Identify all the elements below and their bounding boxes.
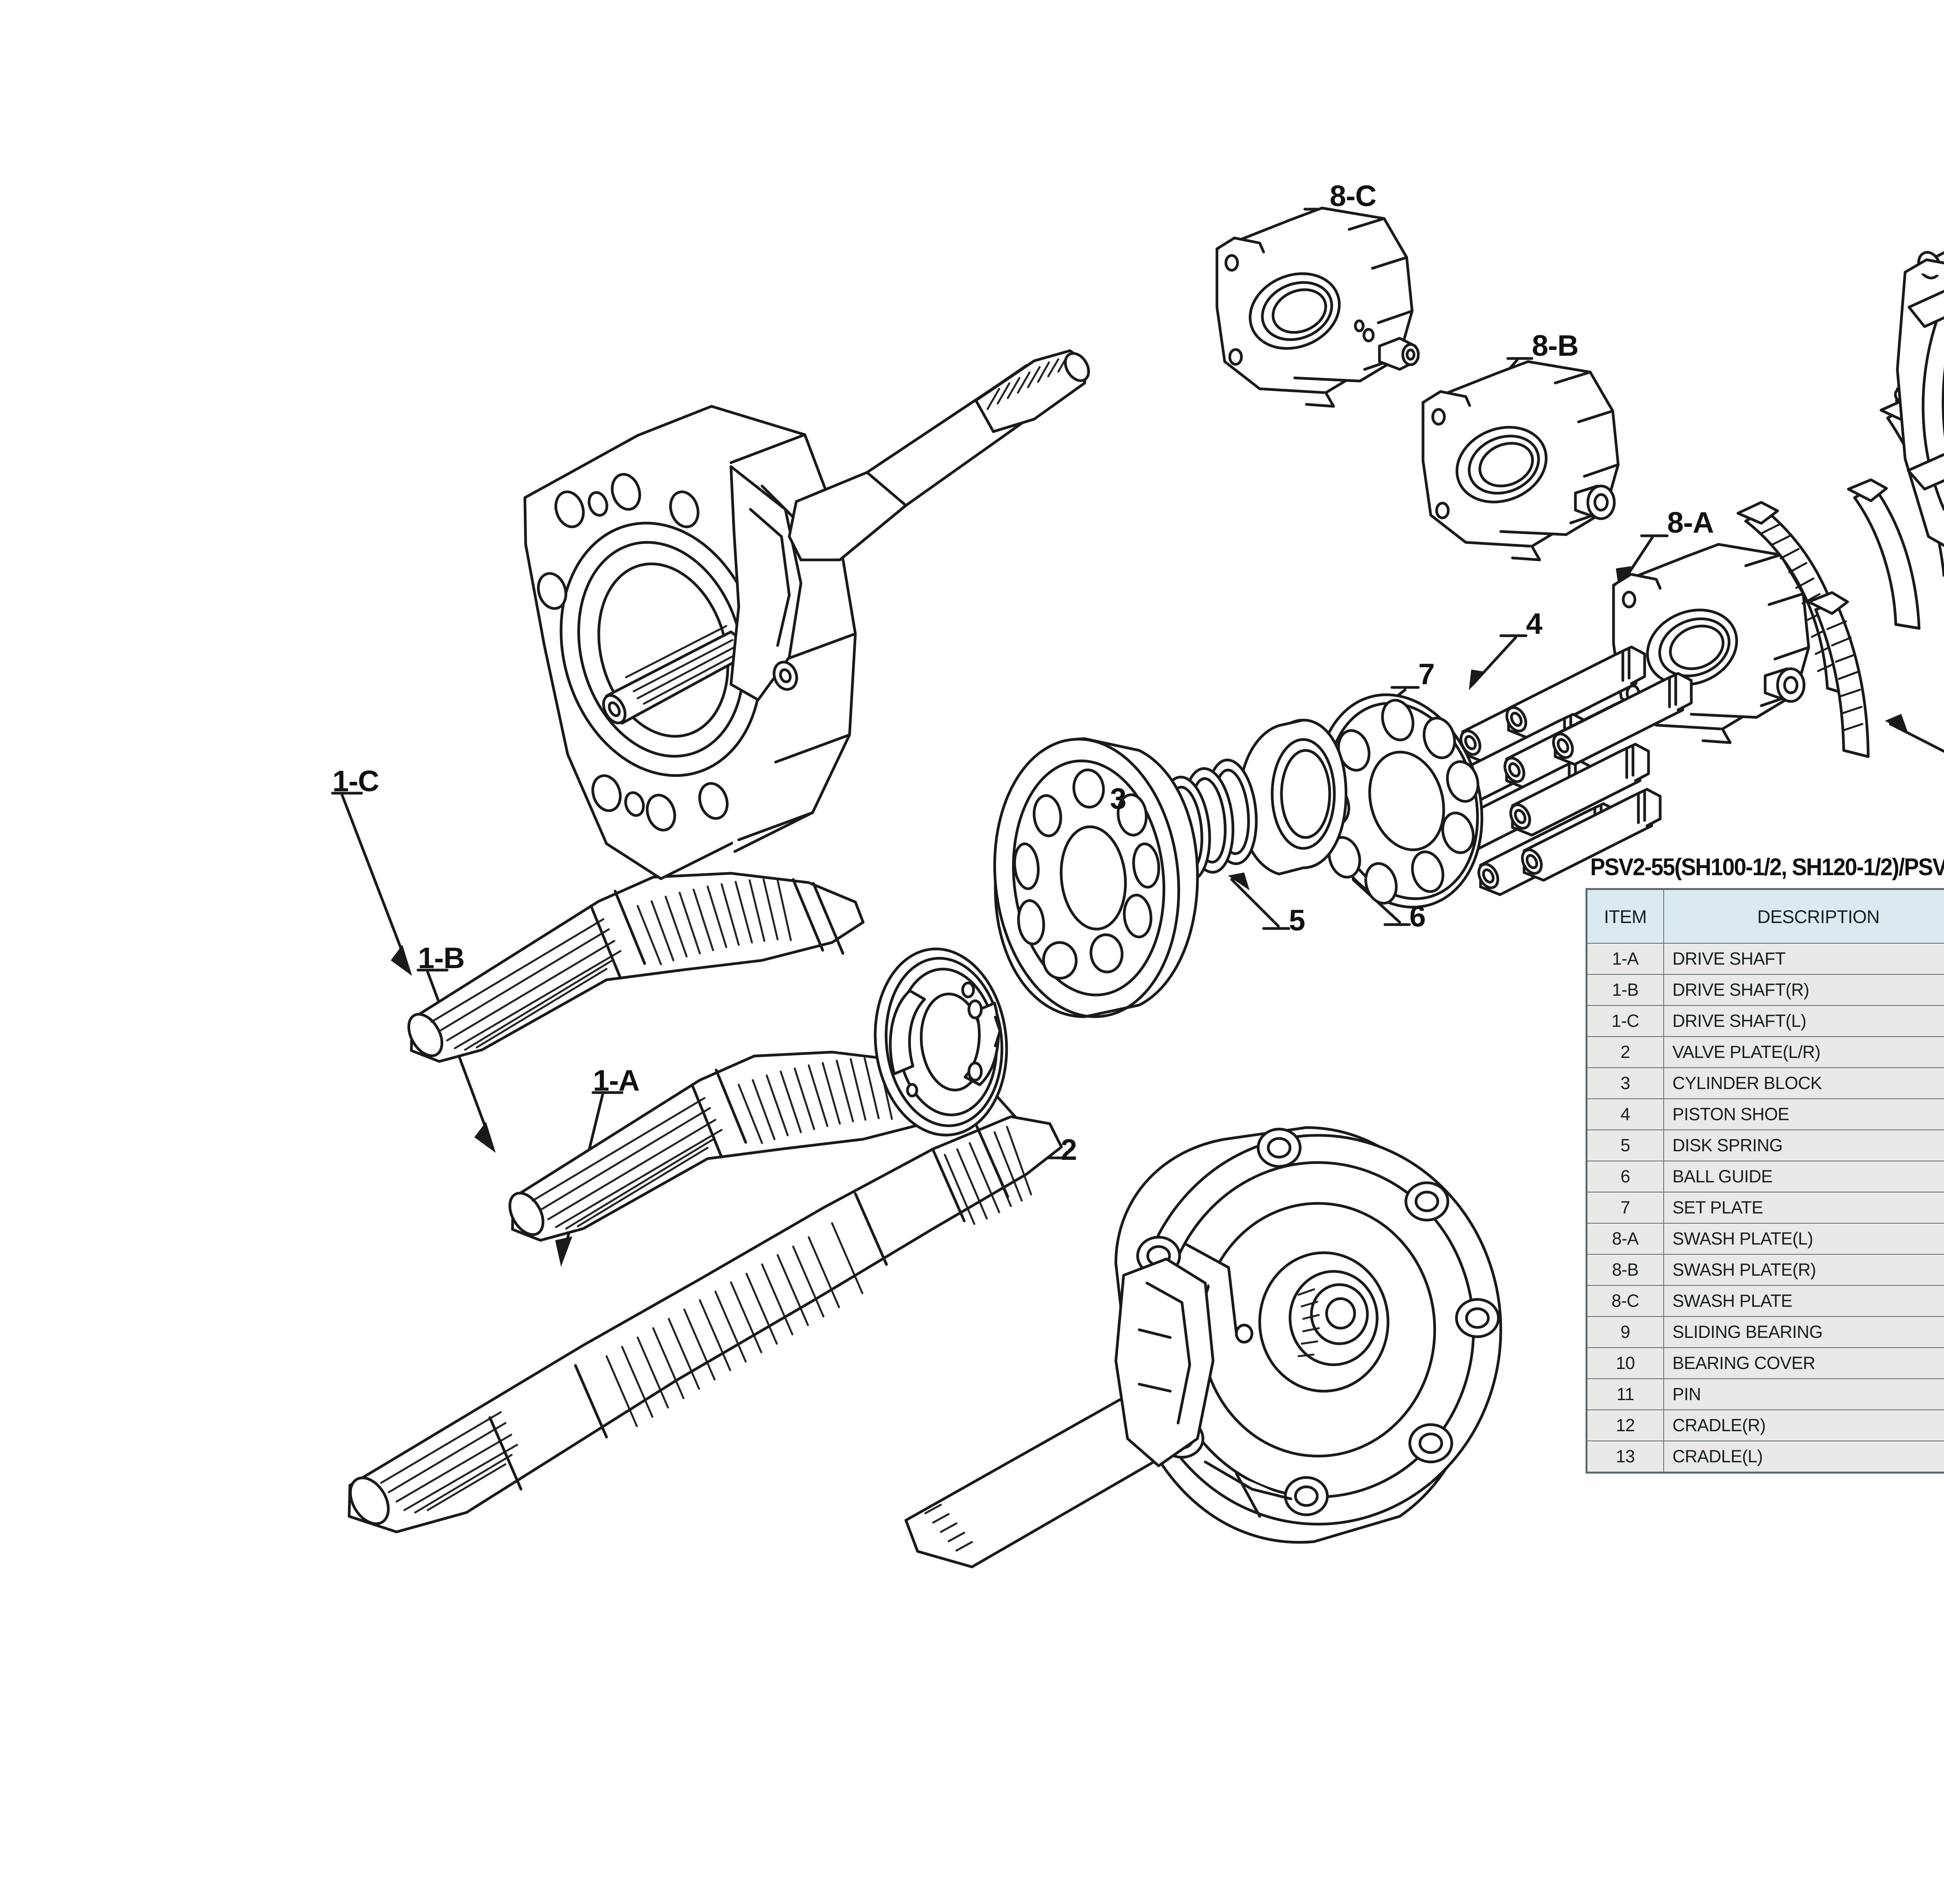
- cell-description: CYLINDER BLOCK: [1663, 1067, 1944, 1099]
- cell-item: 8-A: [1586, 1223, 1664, 1255]
- cell-description: PIN: [1663, 1378, 1944, 1410]
- callout-label-2: 2: [1061, 1133, 1077, 1166]
- part-swash-plate-right: [1421, 360, 1620, 561]
- cell-item: 1-B: [1586, 974, 1664, 1006]
- cell-description: PISTON SHOE: [1663, 1098, 1944, 1130]
- bom-title: PSV2-55(SH100-1/2, SH120-1/2)/PSV2-62/63…: [1590, 854, 1944, 881]
- cell-item: 13: [1586, 1441, 1664, 1473]
- callout-label-1-a: 1-A: [593, 1064, 640, 1097]
- cell-description: DRIVE SHAFT(R): [1663, 974, 1944, 1006]
- column-header-item: ITEM: [1586, 888, 1664, 944]
- cell-description: DRIVE SHAFT(L): [1663, 1005, 1944, 1037]
- bill-of-materials: PSV2-55(SH100-1/2, SH120-1/2)/PSV2-62/63…: [1586, 853, 1944, 1474]
- cell-description: DISK SPRING: [1663, 1129, 1944, 1161]
- parts-table: ITEM DESCRIPTION QUANTITY REMARK 1-ADRIV…: [1586, 888, 1944, 1474]
- callout-label-4: 4: [1526, 607, 1542, 640]
- column-header-description: DESCRIPTION: [1663, 888, 1944, 944]
- cell-item: 2: [1586, 1036, 1664, 1068]
- callout-label-1-c: 1-C: [332, 765, 379, 798]
- callout-label-3: 3: [1110, 782, 1126, 815]
- cell-description: DRIVE SHAFT: [1663, 943, 1944, 975]
- cell-item: 8-B: [1586, 1254, 1664, 1286]
- cell-item: 8-C: [1586, 1285, 1664, 1317]
- callout-label-8-b: 8-B: [1532, 329, 1579, 362]
- cell-item: 9: [1586, 1316, 1664, 1348]
- part-set-plate: [1316, 693, 1483, 909]
- cell-description: CRADLE(L): [1663, 1441, 1944, 1473]
- part-pump-end-cover-assembly: [904, 1126, 1502, 1568]
- part-bearing-cover: [1847, 478, 1944, 630]
- part-cradle-left: [1896, 251, 1944, 547]
- part-pump-housing-assembly: [523, 349, 1090, 880]
- cell-description: CRADLE(R): [1663, 1409, 1944, 1441]
- callout-label-6: 6: [1409, 900, 1426, 933]
- cell-description: SLIDING BEARING: [1663, 1316, 1944, 1348]
- cell-item: 12: [1586, 1409, 1664, 1441]
- part-swash-plate: [1215, 206, 1420, 408]
- part-drive-shaft: [348, 1115, 1063, 1533]
- cell-item: 3: [1586, 1067, 1664, 1099]
- callout-label-1-b: 1-B: [418, 942, 465, 975]
- cell-item: 4: [1586, 1098, 1664, 1130]
- cell-description: SWASH PLATE: [1663, 1285, 1944, 1317]
- cell-description: SWASH PLATE(L): [1663, 1223, 1944, 1255]
- cell-item: 5: [1586, 1129, 1664, 1161]
- cell-item: 1-C: [1586, 1005, 1664, 1037]
- table-row: 11PIN2: [1586, 1378, 1944, 1410]
- callout-label-5: 5: [1289, 904, 1305, 937]
- cell-description: SET PLATE: [1663, 1192, 1944, 1224]
- table-header-row: ITEM DESCRIPTION QUANTITY REMARK: [1586, 888, 1944, 944]
- cell-item: 7: [1586, 1192, 1664, 1224]
- cell-item: 1-A: [1586, 943, 1664, 975]
- part-valve-plate: [874, 948, 1008, 1136]
- cell-item: 10: [1586, 1347, 1664, 1379]
- cell-description: BEARING COVER: [1663, 1347, 1944, 1379]
- callout-label-8-a: 8-A: [1667, 506, 1714, 539]
- cell-description: BALL GUIDE: [1663, 1161, 1944, 1192]
- part-ball-guide: [1238, 719, 1348, 876]
- part-swash-plate-left: [1612, 543, 1810, 744]
- cell-description: VALVE PLATE(L/R): [1663, 1036, 1944, 1068]
- part-cylinder-block: [993, 737, 1199, 1018]
- cell-item: 11: [1586, 1378, 1664, 1410]
- cell-description: SWASH PLATE(R): [1663, 1254, 1944, 1286]
- callout-label-7: 7: [1418, 658, 1435, 691]
- part-drive-shaft-left: [407, 872, 865, 1063]
- callout-label-8-c: 8-C: [1330, 180, 1376, 213]
- cell-item: 6: [1586, 1161, 1664, 1192]
